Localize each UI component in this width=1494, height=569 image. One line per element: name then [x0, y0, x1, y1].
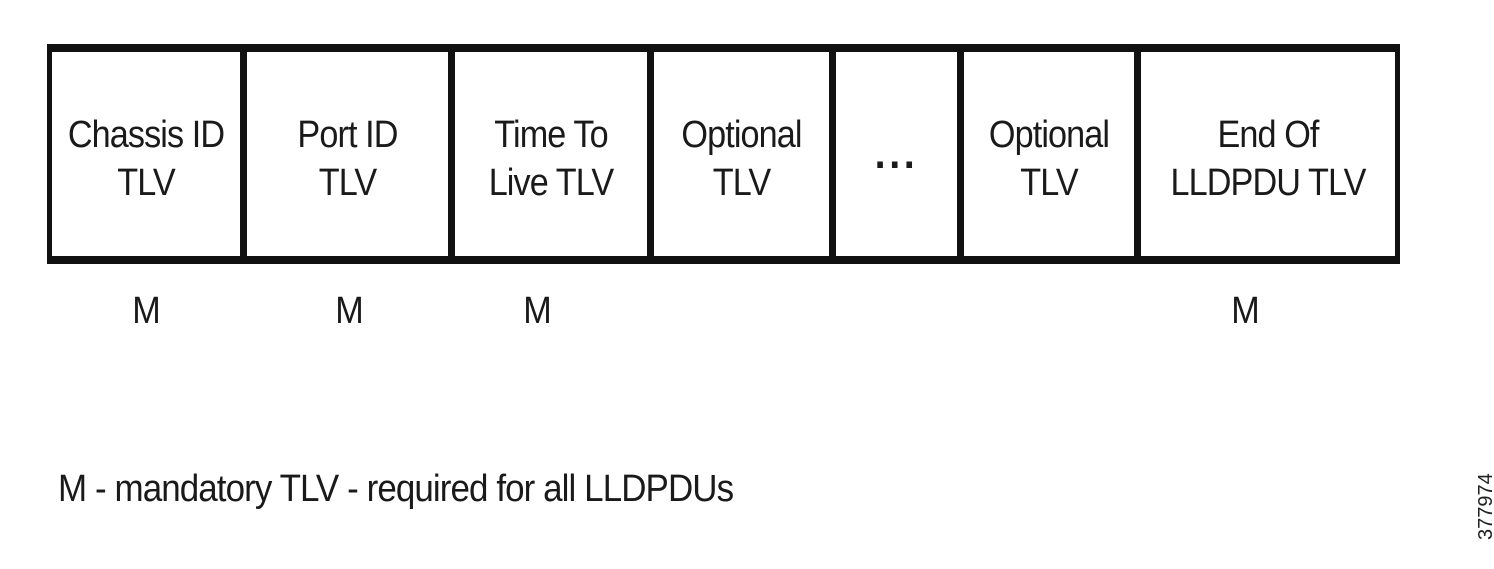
cell-label: Optional TLV	[988, 114, 1110, 204]
cell-chassis-id-tlv: Chassis ID TLV	[61, 52, 230, 256]
cell-optional-tlv-2: Optional TLV	[973, 52, 1126, 256]
cell-label: Chassis ID TLV	[67, 114, 225, 204]
cell-port-id-tlv: Port ID TLV	[257, 52, 438, 256]
cell-label: Optional TLV	[681, 114, 802, 204]
cell-label: Time To Live TLV	[488, 114, 615, 204]
mandatory-marker-port-id: M	[335, 290, 363, 332]
cell-end-of-lldpdu-tlv: End Of LLDPDU TLV	[1154, 52, 1383, 256]
cell-divider	[829, 52, 836, 256]
cell-label: End Of LLDPDU TLV	[1170, 114, 1366, 204]
legend-text: M - mandatory TLV - required for all LLD…	[58, 468, 734, 510]
ellipsis-label: ...	[874, 129, 919, 178]
mandatory-marker-chassis-id: M	[132, 290, 160, 332]
cell-ellipsis: ...	[842, 52, 951, 256]
lldpdu-frame: Chassis ID TLV Port ID TLV Time To Live …	[47, 44, 1400, 264]
figure-id: 377974	[1475, 473, 1494, 540]
mandatory-marker-time-to-live: M	[523, 290, 551, 332]
cell-label: Port ID TLV	[297, 114, 398, 204]
cell-optional-tlv-1: Optional TLV	[663, 52, 821, 256]
cell-divider	[240, 52, 247, 256]
mandatory-marker-end-of-lldpdu: M	[1231, 290, 1259, 332]
cell-divider	[448, 52, 455, 256]
cell-divider	[957, 52, 964, 256]
cell-divider	[1134, 52, 1141, 256]
cell-divider	[647, 52, 654, 256]
cell-time-to-live-tlv: Time To Live TLV	[465, 52, 638, 256]
